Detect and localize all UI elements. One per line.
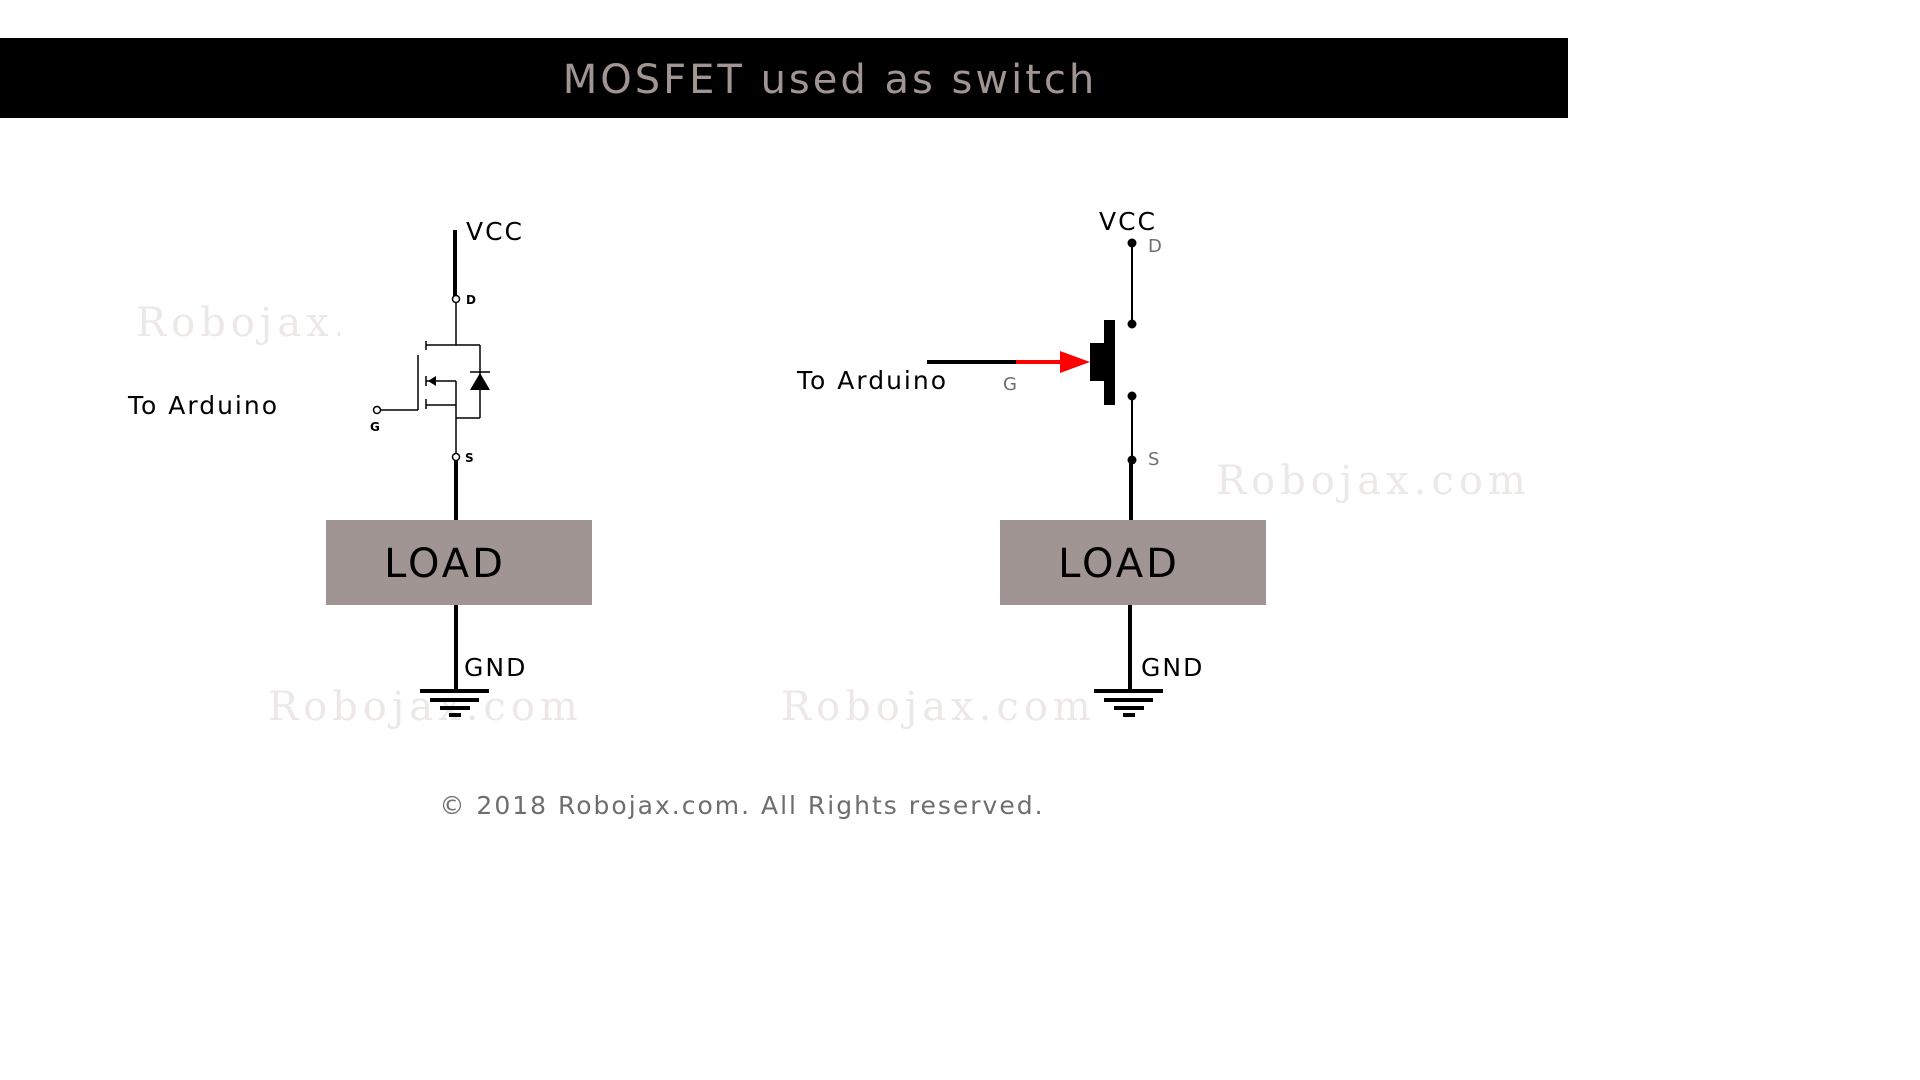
left-body-diode — [470, 373, 490, 390]
copyright: © 2018 Robojax.com. All Rights reserved. — [439, 791, 1044, 820]
right-ground-icon — [1094, 689, 1163, 717]
right-source-label: S — [1148, 449, 1159, 470]
right-load-box — [1000, 520, 1266, 605]
right-circuit: VCC D To Arduino G S LOAD GND — [796, 207, 1266, 717]
right-load-label: LOAD — [1058, 541, 1180, 587]
left-load-label: LOAD — [384, 541, 506, 587]
left-input-label: To Arduino — [127, 391, 279, 420]
left-ground-icon — [420, 689, 489, 717]
right-drain-contact — [1127, 319, 1137, 329]
left-load-box — [326, 520, 592, 605]
watermark-4: Robojax.com — [781, 684, 1096, 730]
right-drain-label: D — [1148, 236, 1162, 257]
left-source-label: S — [465, 451, 474, 465]
right-gate-label: G — [1003, 374, 1017, 395]
right-gate-arrow-icon — [1060, 351, 1090, 373]
title-bar — [0, 38, 1568, 118]
left-circuit: VCC D G To Arduino S — [127, 217, 592, 717]
left-gate-label: G — [370, 420, 380, 434]
right-switch-gate-plate — [1090, 343, 1106, 381]
left-vcc-label: VCC — [466, 217, 524, 246]
watermark-clip: Robojax.c — [136, 300, 379, 346]
title: MOSFET used as switch — [563, 57, 1097, 103]
left-mosfet-arrow — [428, 376, 436, 386]
left-gate-terminal — [372, 405, 382, 415]
left-gnd-label: GND — [464, 653, 527, 682]
right-gnd-label: GND — [1141, 653, 1204, 682]
left-drain-terminal — [451, 294, 461, 304]
right-input-label: To Arduino — [796, 366, 948, 395]
right-switch-plate — [1104, 320, 1115, 405]
right-vcc-label: VCC — [1099, 207, 1157, 236]
watermark-1: Robojax.c — [136, 300, 379, 346]
left-source-terminal — [451, 452, 461, 462]
watermark-2: Robojax.com — [1216, 458, 1531, 504]
diagram-canvas: MOSFET used as switch Robojax.c Robojax.… — [0, 38, 1568, 820]
mosfet-switch-diagram: MOSFET used as switch Robojax.c Robojax.… — [0, 38, 1568, 820]
left-drain-label: D — [466, 293, 476, 307]
